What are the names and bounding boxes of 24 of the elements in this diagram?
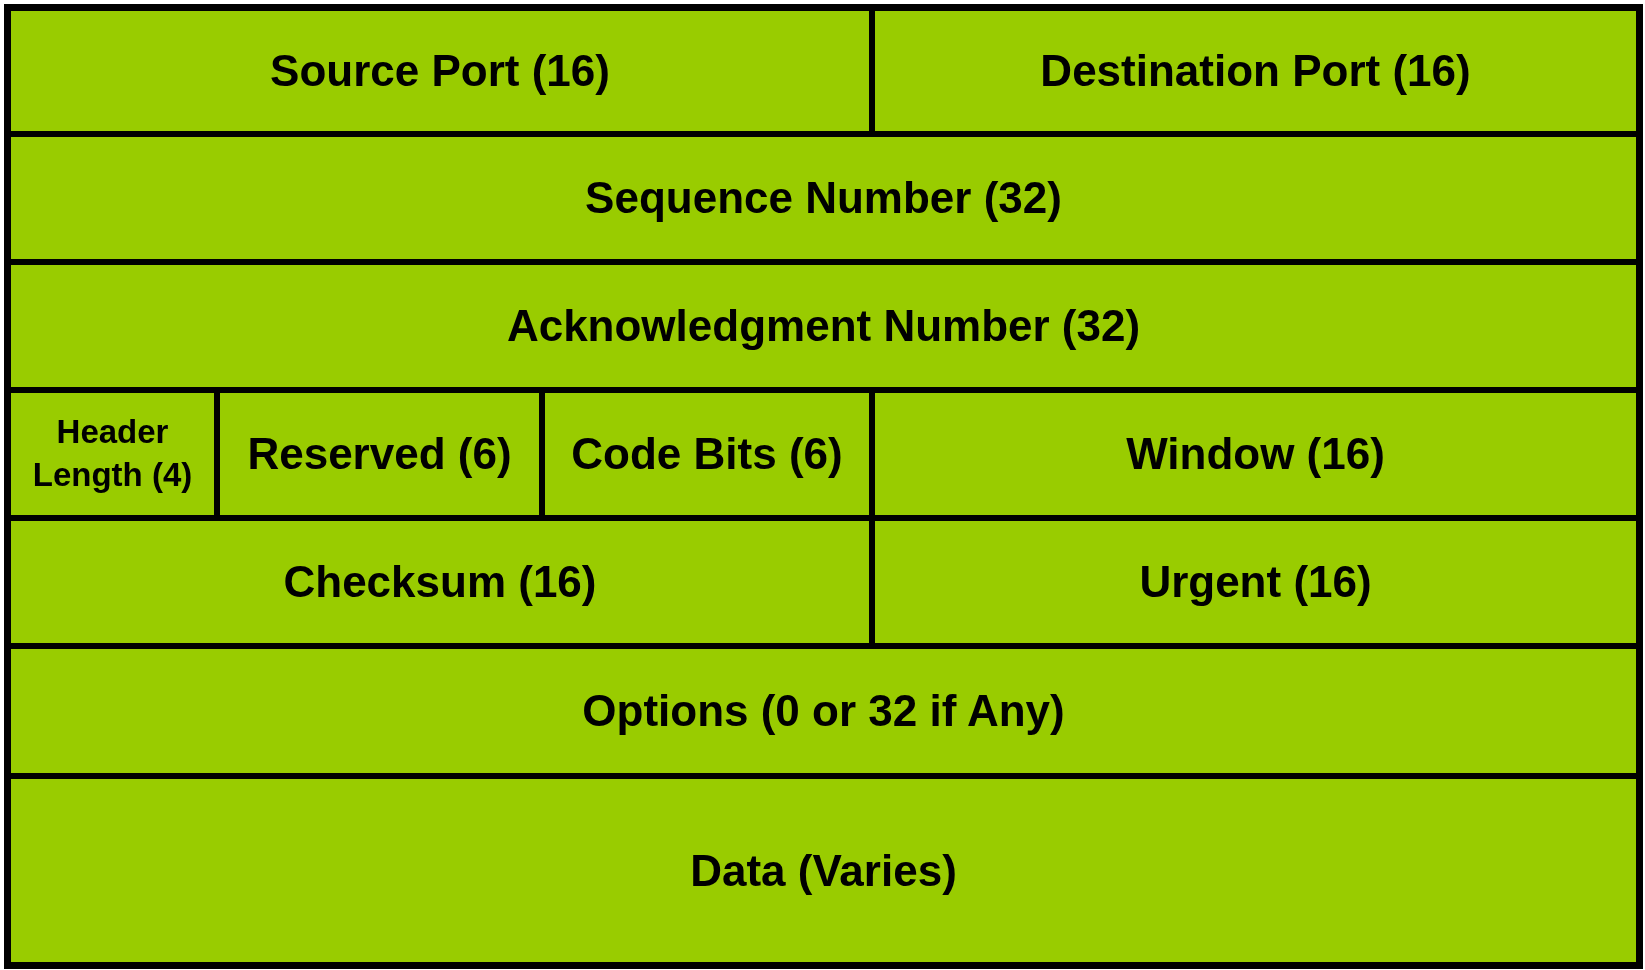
- header-field-cell: [11, 265, 1636, 387]
- field-label: Header Length (4): [31, 412, 194, 495]
- field-label: Window (16): [1126, 428, 1385, 480]
- header-field-cell: [11, 393, 214, 515]
- header-field-cell: [11, 649, 1636, 773]
- field-label: Options (0 or 32 if Any): [582, 685, 1065, 737]
- header-field-cell: [545, 393, 869, 515]
- field-label: Data (Varies): [690, 844, 957, 897]
- header-field-cell: [875, 521, 1636, 643]
- field-label: Acknowledgment Number (32): [506, 300, 1141, 352]
- field-label: Source Port (16): [270, 45, 610, 97]
- field-label: Urgent (16): [1139, 556, 1372, 608]
- header-field-cell: [875, 11, 1636, 131]
- field-label: Reserved (6): [247, 428, 512, 480]
- header-field-cell: [220, 393, 539, 515]
- field-label: Destination Port (16): [1040, 45, 1471, 97]
- header-field-cell: [11, 137, 1636, 259]
- header-field-cell: [11, 521, 869, 643]
- field-label: Sequence Number (32): [585, 172, 1062, 224]
- header-field-cell: [11, 779, 1636, 962]
- field-label: Checksum (16): [283, 556, 597, 608]
- field-label: Code Bits (6): [571, 428, 843, 480]
- header-field-cell: [11, 11, 869, 131]
- header-field-cell: [875, 393, 1636, 515]
